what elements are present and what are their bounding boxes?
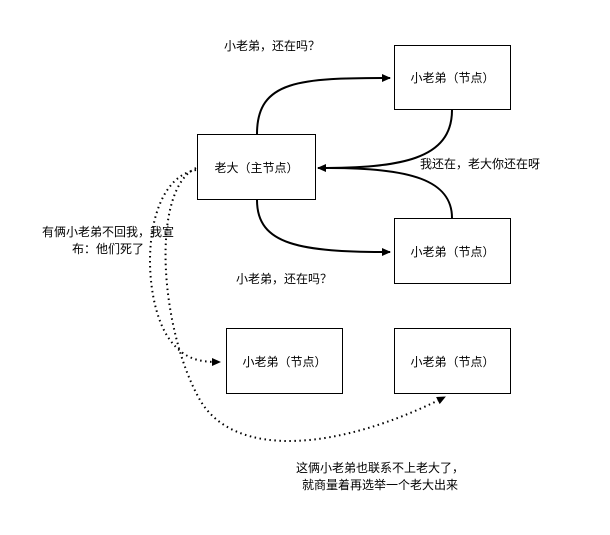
label-declare-dead: 有俩小老弟不回我，我宣布：他们死了 (41, 225, 174, 256)
leader-node-label: 老大（主节点） (214, 160, 299, 175)
leader-node[interactable]: 老大（主节点） (197, 134, 316, 200)
follower-node-top-right[interactable]: 小老弟（节点） (394, 45, 511, 110)
follower-node-label: 小老弟（节点） (410, 71, 495, 85)
follower-node-label: 小老弟（节点） (242, 354, 327, 369)
label-reply: 我还在，老大你还在呀 (420, 157, 541, 171)
follower-node-label: 小老弟（节点） (410, 244, 495, 259)
edge-reply-from-mid-right (329, 167, 453, 219)
edge-dotted-to-bottom-right (164, 167, 446, 442)
follower-node-bottom-left[interactable]: 小老弟（节点） (226, 328, 343, 394)
label-heartbeat-top: 小老弟，还在吗？ (224, 39, 321, 53)
label-heartbeat-bottom: 小老弟，还在吗？ (236, 272, 333, 286)
follower-node-mid-right[interactable]: 小老弟（节点） (394, 218, 511, 284)
edge-heartbeat-bottom (256, 199, 391, 256)
follower-node-bottom-right[interactable]: 小老弟（节点） (394, 328, 511, 394)
follower-node-label: 小老弟（节点） (410, 354, 495, 369)
edge-heartbeat-top (256, 74, 391, 135)
label-reelect: 这俩小老弟也联系不上老大了，就商量着再选举一个老大出来 (296, 461, 465, 492)
